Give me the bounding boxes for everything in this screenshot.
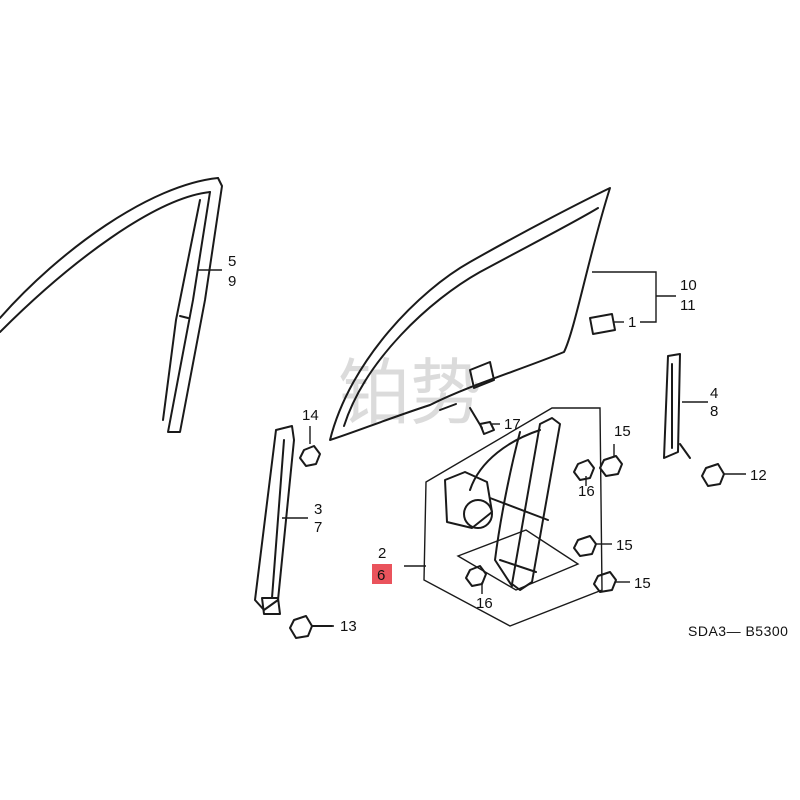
bolt-14-shape [299,445,321,467]
bolt-16-bottom-shape [465,565,487,587]
leader-10-11 [592,271,676,323]
regulator-inner-box [456,529,580,591]
callout-15-top: 15 [614,423,631,440]
callout-12: 12 [750,467,767,484]
door-glass [329,187,611,441]
bolt-16-top-shape [573,459,595,481]
highlight-box [372,564,392,584]
callout-15-bottom: 15 [634,575,651,592]
figure-code: SDA3— B5300 [688,623,788,639]
callout-13: 13 [340,618,357,635]
callout-3: 3 [314,501,322,518]
callout-14: 14 [302,407,319,424]
bolt-13-shape [289,615,333,639]
watermark-text: 铂势 [338,351,482,435]
callout-1: 1 [628,314,636,331]
bolt-15-mid-shape [573,535,597,557]
callout-11: 11 [680,297,696,314]
callout-4: 4 [710,385,718,402]
run-channel-rear [663,353,691,459]
regulator-box [423,407,603,627]
bolt-12-shape [701,463,725,487]
run-channel-upper [0,177,223,433]
callout-5: 5 [228,253,236,270]
window-regulator [444,417,561,591]
callout-9: 9 [228,273,236,290]
callout-7: 7 [314,519,322,536]
callout-2: 2 [378,545,386,562]
callout-17: 17 [504,416,521,433]
clip-17-shape [479,421,495,435]
run-channel-front [254,425,295,615]
callout-16-bottom: 16 [476,595,493,612]
callout-8: 8 [710,403,718,420]
callout-10: 10 [680,277,697,294]
callout-16-top: 16 [578,483,595,500]
bolt-15-bottom-shape [593,571,617,593]
callout-6: 6 [377,567,385,584]
bolt-15-top-shape [599,455,623,477]
glass-patch [589,313,616,335]
callout-15-mid: 15 [616,537,633,554]
